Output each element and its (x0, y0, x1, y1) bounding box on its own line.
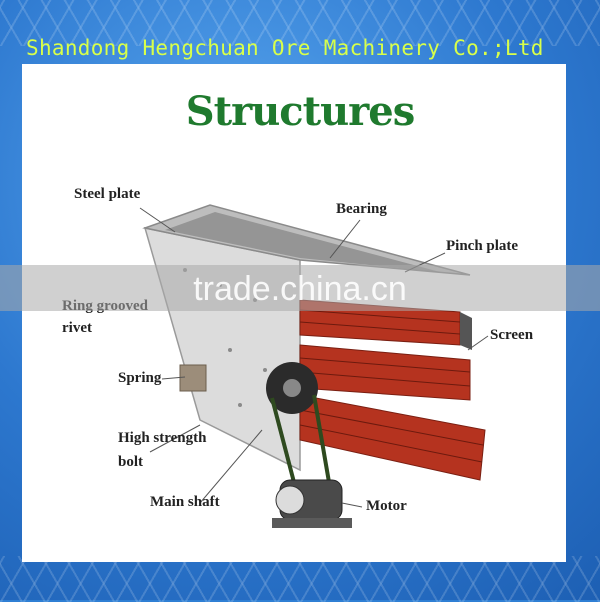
label-motor: Motor (366, 498, 407, 514)
label-bolt-line1: High strength (118, 430, 207, 446)
motor-base (272, 518, 352, 528)
label-ring-grooved-line2: rivet (62, 320, 92, 336)
hex-pattern-top (0, 0, 600, 46)
label-spring: Spring (118, 370, 162, 386)
screen-mesh-lines (299, 309, 484, 463)
label-pinch-plate: Pinch plate (446, 238, 519, 254)
hex-pattern-bottom (0, 556, 600, 602)
label-main-shaft: Main shaft (150, 494, 220, 510)
drive-belt-left (270, 397, 298, 491)
company-name-banner: Shandong Hengchuan Ore Machinery Co.;Ltd (26, 36, 544, 60)
spring-part (179, 364, 207, 392)
label-steel-plate: Steel plate (74, 186, 141, 202)
label-bearing: Bearing (336, 201, 387, 217)
label-bolt-line2: bolt (118, 454, 144, 470)
label-screen: Screen (490, 327, 534, 343)
diagram-title: Structures (185, 88, 415, 135)
screen-layer-2 (299, 344, 471, 401)
watermark-text: trade.china.cn (193, 270, 407, 308)
drive-belt-right (312, 394, 332, 489)
pinch-plate-side (460, 312, 472, 350)
watermark-band (0, 265, 600, 311)
hopper-inner (165, 212, 440, 272)
